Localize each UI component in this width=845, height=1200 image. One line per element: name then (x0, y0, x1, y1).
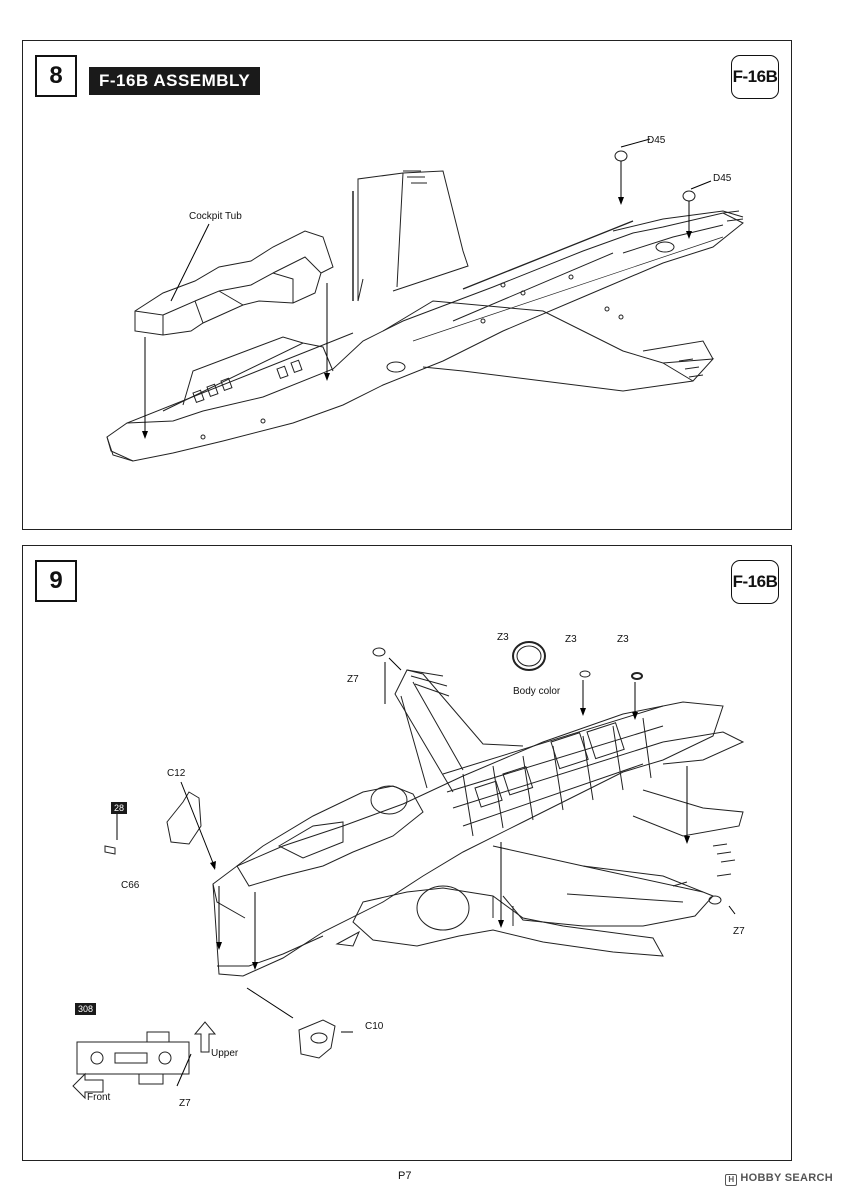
watermark-text: HOBBY SEARCH (740, 1172, 833, 1184)
label-c10: C10 (365, 1021, 384, 1032)
label-cockpit-tub: Cockpit Tub (189, 211, 242, 222)
label-body-color: Body color (513, 686, 561, 697)
decal-tag-28: 28 (111, 802, 128, 814)
label-z7-c: Z7 (179, 1098, 191, 1109)
variant-badge: F-16B (731, 55, 779, 99)
label-z3-a: Z3 (497, 632, 509, 643)
step-title: F-16B ASSEMBLY (89, 67, 261, 95)
label-z7-b: Z7 (733, 926, 745, 937)
step-8-fuselage-drawing (106, 138, 744, 462)
label-c12: C12 (167, 768, 186, 779)
variant-badge: F-16B (731, 560, 779, 604)
label-d45-a: D45 (647, 135, 666, 146)
label-d45-b: D45 (713, 173, 732, 184)
label-z3-c: Z3 (617, 634, 629, 645)
label-upper: Upper (211, 1048, 239, 1059)
page-number: P7 (398, 1170, 412, 1182)
hobby-search-logo-icon: H (725, 1174, 738, 1186)
label-front: Front (87, 1092, 111, 1103)
step-number: 8 (35, 55, 77, 97)
step-9-panel: 9 F-16B (22, 545, 792, 1161)
step-9-aircraft-drawing (72, 641, 745, 1100)
step-8-panel: 8 F-16B ASSEMBLY F-16B (22, 40, 792, 530)
label-z3-b: Z3 (565, 634, 577, 645)
step-number: 9 (35, 560, 77, 602)
label-c66: C66 (121, 880, 140, 891)
label-z7-a: Z7 (347, 674, 359, 685)
decal-tag-308: 308 (75, 1003, 97, 1015)
